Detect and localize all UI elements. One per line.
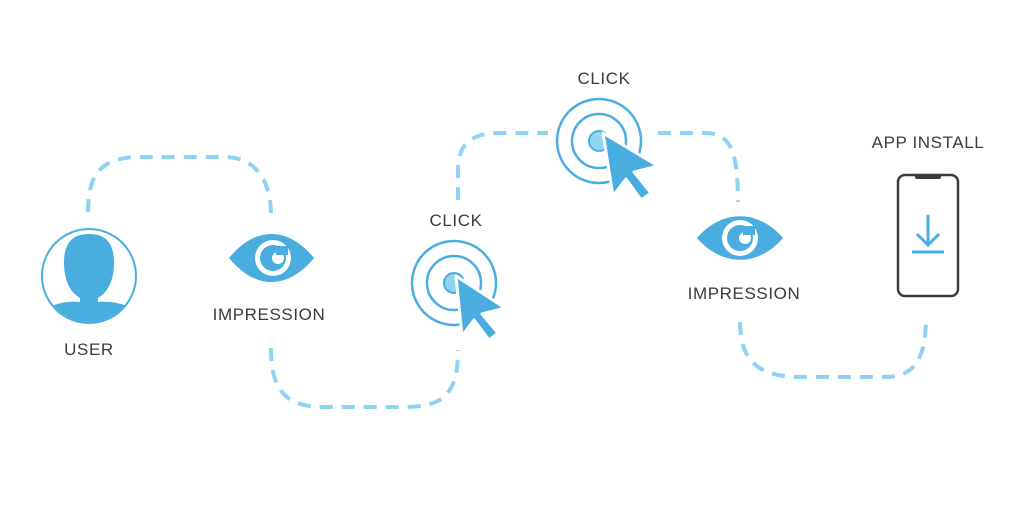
step-label-click: CLICK [577, 69, 631, 88]
path-click-to-impression [658, 131, 740, 203]
user-avatar-icon [41, 228, 137, 324]
path-click-to-click [456, 131, 548, 200]
step-label-impression: IMPRESSION [687, 284, 801, 303]
phone-download-icon [896, 173, 960, 298]
path-user-to-impression [86, 155, 273, 216]
step-label-impression: IMPRESSION [212, 305, 326, 324]
target-cursor-icon [410, 239, 507, 342]
target-cursor-icon [555, 97, 660, 202]
eye-icon [229, 234, 314, 282]
path-impression-to-install [738, 317, 928, 379]
eye-icon [697, 216, 783, 260]
path-impression-to-click [269, 347, 460, 409]
step-label-app-install: APP INSTALL [871, 133, 985, 152]
step-label-user: USER [64, 340, 114, 359]
step-label-click: CLICK [429, 211, 483, 230]
